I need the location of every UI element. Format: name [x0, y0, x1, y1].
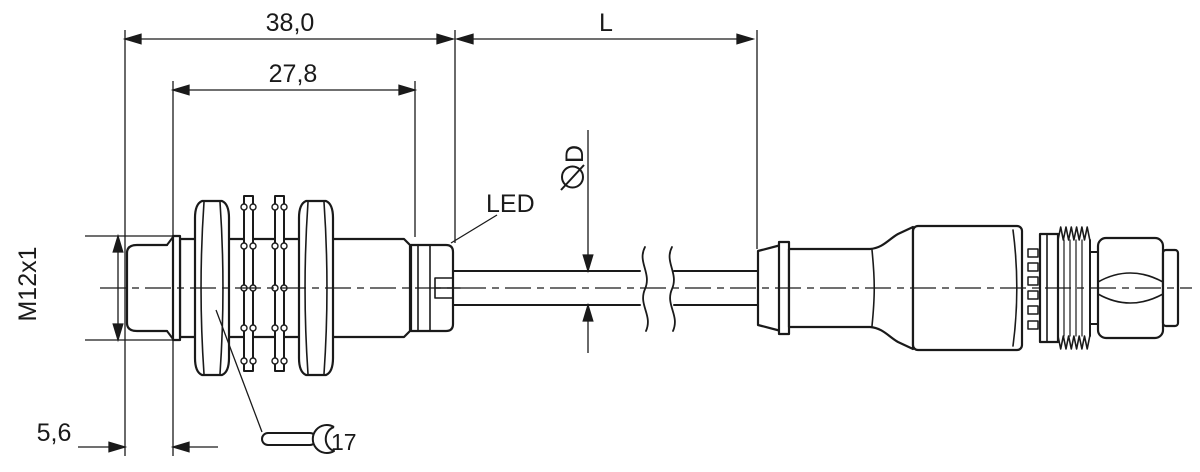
thread-spec-label: M12x1 — [14, 246, 42, 321]
wrench-size-label: 17 — [331, 429, 357, 455]
dimension-cable-diameter — [582, 130, 594, 353]
dimension-thread-size — [85, 233, 178, 343]
cable-segment-right — [673, 270, 759, 306]
led-label: LED — [486, 190, 535, 218]
cap-connector-notch — [434, 277, 461, 299]
thread-length-label: 27,8 — [269, 60, 318, 88]
connector-thread-crests — [1027, 248, 1039, 330]
lock-washer-rear — [271, 195, 288, 372]
dimension-tip-length — [78, 441, 218, 453]
dimension-cable-length — [454, 33, 756, 45]
wrench-leader-line — [215, 309, 263, 433]
sensor-body — [125, 195, 461, 377]
connector-neck — [1089, 251, 1099, 325]
dimensions — [78, 30, 758, 456]
cable-segment-left — [452, 270, 641, 306]
overall-length-label: 38,0 — [266, 9, 315, 37]
cable-diameter-label: D — [561, 145, 589, 163]
extension-lines — [124, 30, 758, 456]
dimension-overall-length — [122, 33, 456, 45]
cable — [452, 246, 759, 332]
tip-length-label: 5,6 — [37, 419, 72, 447]
cable-length-label: L — [599, 9, 613, 37]
cable-break-symbol — [641, 246, 676, 332]
led-leader-line — [450, 214, 498, 244]
dimension-thread-length — [170, 84, 418, 96]
lock-washer-front — [240, 195, 257, 372]
connector-sleeve — [787, 225, 915, 351]
wrench-icon — [261, 424, 335, 454]
diameter-symbol — [560, 164, 585, 191]
